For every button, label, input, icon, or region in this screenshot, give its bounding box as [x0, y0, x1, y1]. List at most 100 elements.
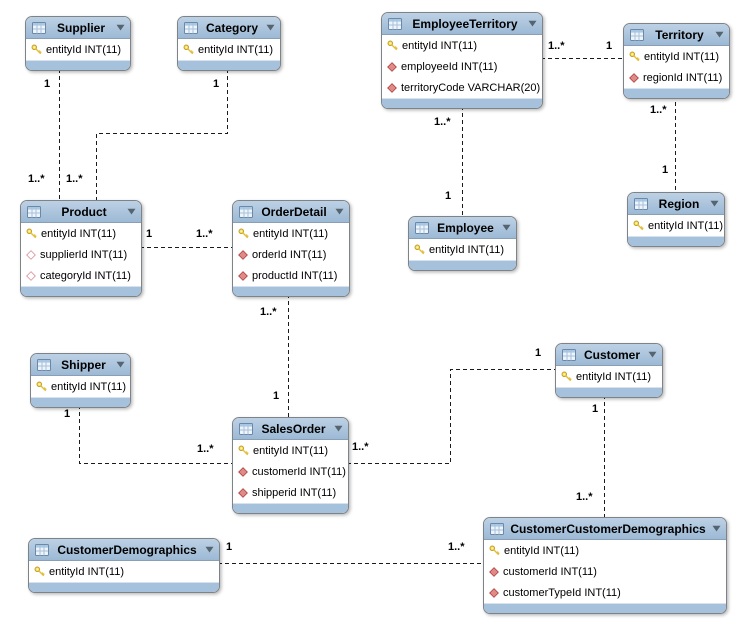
entity-header[interactable]: Supplier	[26, 17, 130, 39]
field-row: entityId INT(11)	[382, 35, 542, 56]
entity-body: entityId INT(11) customerId INT(11) cust…	[484, 540, 726, 603]
field-label: orderId INT(11)	[252, 248, 327, 261]
entity-header[interactable]: Territory	[624, 24, 729, 46]
entity-title: Territory	[655, 27, 704, 42]
field-label: shipperid INT(11)	[252, 486, 337, 499]
entity-footer	[233, 503, 348, 513]
foreign-key-icon	[238, 488, 248, 498]
field-row: entityId INT(11)	[556, 366, 662, 387]
entity-body: entityId INT(11)	[628, 215, 724, 236]
cardinality-label: 1	[226, 541, 233, 553]
collapse-arrow-icon[interactable]	[116, 24, 125, 31]
field-row: employeeId INT(11)	[382, 56, 542, 77]
entity-title: OrderDetail	[261, 204, 327, 219]
table-icon	[35, 544, 49, 556]
entity-shipper[interactable]: Shipper entityId INT(11)	[30, 353, 131, 408]
entity-body: entityId INT(11) orderId INT(11) product…	[233, 223, 349, 286]
entity-region[interactable]: Region entityId INT(11)	[627, 192, 725, 247]
collapse-arrow-icon[interactable]	[715, 31, 724, 38]
collapse-arrow-icon[interactable]	[127, 208, 136, 215]
table-icon	[562, 349, 576, 361]
field-row: entityId INT(11)	[233, 440, 348, 461]
cardinality-label: 1..*	[434, 116, 451, 128]
entity-body: entityId INT(11) customerId INT(11) ship…	[233, 440, 348, 503]
foreign-key-icon	[629, 73, 639, 83]
entity-header[interactable]: SalesOrder	[233, 418, 348, 440]
entity-header[interactable]: EmployeeTerritory	[382, 13, 542, 35]
field-label: entityId INT(11)	[648, 219, 723, 232]
cardinality-label: 1..*	[548, 40, 565, 52]
foreign-key-icon	[489, 567, 499, 577]
primary-key-icon	[489, 545, 500, 556]
foreign-key-nullable-icon	[26, 271, 36, 281]
cardinality-label: 1..*	[260, 306, 277, 318]
entity-footer	[26, 60, 130, 70]
field-label: entityId INT(11)	[504, 544, 579, 557]
field-row: entityId INT(11)	[26, 39, 130, 60]
field-row: entityId INT(11)	[29, 561, 219, 582]
entity-title: Category	[205, 20, 258, 35]
entity-footer	[178, 60, 280, 70]
entity-employee[interactable]: Employee entityId INT(11)	[408, 216, 517, 271]
entity-header[interactable]: Region	[628, 193, 724, 215]
collapse-arrow-icon[interactable]	[648, 351, 657, 358]
cardinality-label: 1..*	[66, 173, 83, 185]
entity-footer	[624, 88, 729, 98]
entity-customercustomerdemographics[interactable]: CustomerCustomerDemographics entityId IN…	[483, 517, 727, 614]
entity-header[interactable]: Product	[21, 201, 141, 223]
entity-header[interactable]: Shipper	[31, 354, 130, 376]
field-row: entityId INT(11)	[624, 46, 729, 67]
field-label: entityId INT(11)	[429, 243, 504, 256]
entity-category[interactable]: Category entityId INT(11)	[177, 16, 281, 71]
collapse-arrow-icon[interactable]	[205, 546, 214, 553]
entity-product[interactable]: Product entityId INT(11) supplierId INT(…	[20, 200, 142, 297]
field-row: entityId INT(11)	[21, 223, 141, 244]
collapse-arrow-icon[interactable]	[710, 200, 719, 207]
foreign-key-icon	[387, 62, 397, 72]
primary-key-icon	[414, 244, 425, 255]
table-icon	[27, 206, 41, 218]
collapse-arrow-icon[interactable]	[502, 224, 511, 231]
collapse-arrow-icon[interactable]	[528, 20, 537, 27]
entity-header[interactable]: Employee	[409, 217, 516, 239]
entity-territory[interactable]: Territory entityId INT(11) regionId INT(…	[623, 23, 730, 99]
field-label: entityId INT(11)	[49, 565, 124, 578]
foreign-key-icon	[238, 467, 248, 477]
entity-header[interactable]: CustomerCustomerDemographics	[484, 518, 726, 540]
primary-key-icon	[34, 566, 45, 577]
entity-orderdetail[interactable]: OrderDetail entityId INT(11) orderId INT…	[232, 200, 350, 297]
field-label: supplierId INT(11)	[40, 248, 128, 261]
field-label: customerId INT(11)	[252, 465, 346, 478]
table-icon	[32, 22, 46, 34]
collapse-arrow-icon[interactable]	[334, 425, 343, 432]
entity-title: Supplier	[56, 20, 105, 35]
table-icon	[634, 198, 648, 210]
entity-employeeterritory[interactable]: EmployeeTerritory entityId INT(11) emplo…	[381, 12, 543, 109]
entity-header[interactable]: OrderDetail	[233, 201, 349, 223]
cardinality-label: 1..*	[650, 104, 667, 116]
entity-title: SalesOrder	[261, 421, 326, 436]
entity-supplier[interactable]: Supplier entityId INT(11)	[25, 16, 131, 71]
table-icon	[388, 18, 402, 30]
field-row: customerId INT(11)	[484, 561, 726, 582]
collapse-arrow-icon[interactable]	[335, 208, 344, 215]
collapse-arrow-icon[interactable]	[712, 525, 721, 532]
primary-key-icon	[629, 51, 640, 62]
entity-header[interactable]: Category	[178, 17, 280, 39]
field-label: entityId INT(11)	[46, 43, 121, 56]
entity-body: entityId INT(11)	[31, 376, 130, 397]
collapse-arrow-icon[interactable]	[116, 361, 125, 368]
entity-customerdemographics[interactable]: CustomerDemographics entityId INT(11)	[28, 538, 220, 593]
entity-header[interactable]: Customer	[556, 344, 662, 366]
entity-header[interactable]: CustomerDemographics	[29, 539, 219, 561]
entity-salesorder[interactable]: SalesOrder entityId INT(11) customerId I…	[232, 417, 349, 514]
entity-title: Product	[61, 204, 107, 219]
table-icon	[239, 423, 253, 435]
entity-customer[interactable]: Customer entityId INT(11)	[555, 343, 663, 398]
collapse-arrow-icon[interactable]	[266, 24, 275, 31]
field-row: entityId INT(11)	[31, 376, 130, 397]
field-label: entityId INT(11)	[51, 380, 126, 393]
relationship-line-category-product	[96, 69, 228, 200]
foreign-key-icon	[489, 588, 499, 598]
